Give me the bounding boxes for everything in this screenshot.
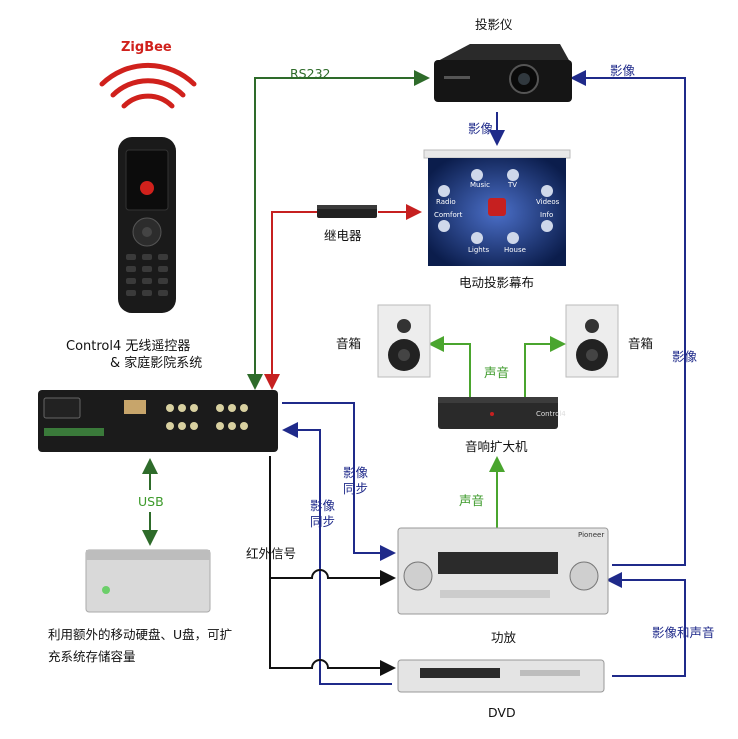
right-speaker bbox=[565, 304, 619, 378]
amp-label: 音响扩大机 bbox=[465, 439, 528, 454]
image-label-right: 影像 bbox=[672, 349, 698, 364]
receiver-label: 功放 bbox=[491, 630, 517, 645]
usb-label: USB bbox=[138, 494, 164, 509]
relay-label: 继电器 bbox=[324, 228, 362, 243]
receiver-to-projector-line bbox=[570, 70, 686, 566]
image-sync-1-label-a: 影像 bbox=[343, 465, 369, 480]
amp-brand: Control4 bbox=[536, 410, 566, 418]
projector bbox=[434, 44, 572, 102]
screen-menu-comfort: Comfort bbox=[434, 211, 463, 219]
screen-menu-videos: Videos bbox=[536, 198, 560, 206]
screen-menu-house: House bbox=[504, 246, 526, 254]
controller-label-line1: Control4 无线遥控器 bbox=[66, 339, 191, 354]
amp-to-right-speaker bbox=[524, 336, 566, 398]
dvd-label: DVD bbox=[488, 705, 516, 720]
zigbee-signal-icon bbox=[99, 62, 197, 109]
dvd-to-receiver-line bbox=[606, 572, 686, 677]
sound-label-top: 声音 bbox=[484, 365, 510, 380]
screen-menu-radio: Radio bbox=[436, 198, 456, 206]
left-speaker-label: 音箱 bbox=[336, 336, 362, 351]
image-label-down: 影像 bbox=[468, 121, 494, 136]
zigbee-label: ZigBee bbox=[121, 40, 172, 55]
projection-screen bbox=[423, 149, 571, 266]
amplifier bbox=[438, 397, 558, 429]
av-receiver bbox=[397, 527, 609, 615]
dvd-player bbox=[397, 659, 605, 693]
dvd-to-controller-sync bbox=[282, 422, 392, 685]
screen-menu-lights: Lights bbox=[468, 246, 490, 254]
ir-to-dvd-line bbox=[269, 578, 396, 676]
ir-to-receiver-line bbox=[269, 456, 396, 586]
image-sync-1-label-b: 同步 bbox=[343, 481, 369, 496]
rs232-label: RS232 bbox=[290, 66, 331, 81]
screen-menu-tv: TV bbox=[508, 181, 518, 189]
receiver-brand: Pioneer bbox=[578, 531, 605, 539]
left-speaker bbox=[377, 304, 431, 378]
image-sync-2-label-b: 同步 bbox=[310, 514, 336, 529]
image-label-top-right: 影像 bbox=[610, 63, 636, 78]
relay-device bbox=[317, 205, 377, 218]
storage-label-line1: 利用额外的移动硬盘、U盘，可扩 bbox=[48, 627, 233, 642]
control4-controller bbox=[38, 390, 278, 452]
sound-label-mid: 声音 bbox=[459, 493, 485, 508]
storage-label-line2: 充系统存储容量 bbox=[48, 649, 136, 664]
controller-label-line2: & 家庭影院系统 bbox=[110, 356, 203, 371]
image-sync-2-label-a: 影像 bbox=[310, 498, 336, 513]
remote-control bbox=[118, 137, 176, 313]
external-storage bbox=[85, 549, 211, 613]
amp-to-left-speaker bbox=[428, 336, 471, 398]
screen-menu-info: Info bbox=[540, 211, 554, 219]
controller-to-receiver-sync bbox=[282, 402, 396, 561]
projector-label: 投影仪 bbox=[475, 17, 513, 32]
right-speaker-label: 音箱 bbox=[628, 336, 654, 351]
relay-to-controller-line bbox=[264, 211, 318, 390]
screen-label: 电动投影幕布 bbox=[459, 275, 535, 290]
screen-menu-music: Music bbox=[470, 181, 490, 189]
ir-signal-label: 红外信号 bbox=[246, 546, 297, 561]
image-and-sound-label: 影像和声音 bbox=[652, 625, 715, 640]
